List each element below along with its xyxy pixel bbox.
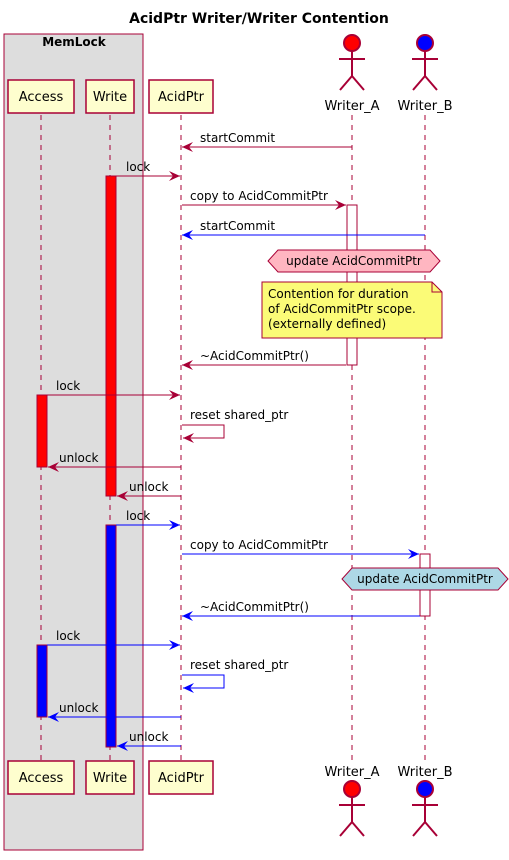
access-participant-top (7, 79, 75, 114)
writer-b-actor-top-icon (412, 34, 438, 91)
write-participant-bottom-label: Write (93, 771, 127, 786)
unlock-2-label: unlock (129, 480, 168, 494)
lock-2-label: lock (56, 379, 80, 393)
start-commit-b-label: startCommit (200, 219, 275, 233)
memlock-group-label: MemLock (42, 35, 107, 49)
reset-1-label: reset shared_ptr (190, 408, 288, 422)
acidptr-participant-bottom-label: AcidPtr (158, 771, 205, 786)
note-line-1: Contention for duration (268, 287, 409, 301)
dtor-2-label: ~AcidCommitPtr() (200, 600, 309, 614)
note-line-2: of AcidCommitPtr scope. (268, 302, 416, 316)
write-activation-red (105, 175, 117, 497)
reset-2-label: reset shared_ptr (190, 658, 288, 672)
access-activation-blue (36, 644, 48, 718)
contention-note (261, 281, 443, 339)
unlock-4-label: unlock (129, 730, 168, 744)
note-line-3: (externally defined) (268, 317, 386, 331)
reset-1-arrow (182, 424, 225, 443)
access-activation-red (36, 394, 48, 468)
diagram-title: AcidPtr Writer/Writer Contention (129, 11, 389, 27)
unlock-3-label: unlock (59, 701, 98, 715)
copy-2-label: copy to AcidCommitPtr (190, 538, 328, 552)
access-participant-top-label: Access (19, 90, 64, 105)
unlock-1-label: unlock (59, 451, 98, 465)
write-participant-bottom (85, 760, 135, 795)
acidptr-participant-bottom (148, 760, 214, 795)
update-a-label: update AcidCommitPtr (286, 254, 422, 268)
writer-b-actor-bottom-icon (412, 780, 438, 837)
reset-2-arrow (182, 674, 225, 693)
access-participant-bottom-label: Access (19, 771, 64, 786)
copy-1-label: copy to AcidCommitPtr (190, 189, 328, 203)
lock-1-label: lock (126, 160, 150, 174)
writer-a-actor-bottom-icon (339, 780, 365, 837)
update-a-hexagon (267, 249, 441, 273)
memlock-group-box (3, 33, 144, 851)
writer-b-label-bottom: Writer_B (397, 765, 452, 780)
write-participant-top-label: Write (93, 90, 127, 105)
write-participant-top (85, 79, 135, 114)
acidptr-participant-top (148, 79, 214, 114)
start-commit-a-label: startCommit (200, 131, 275, 145)
writer-b-label-top: Writer_B (397, 99, 452, 114)
access-participant-bottom (7, 760, 75, 795)
writer-a-label-bottom: Writer_A (324, 765, 379, 780)
update-b-hexagon (341, 567, 509, 591)
lock-4-label: lock (56, 629, 80, 643)
acidptr-participant-top-label: AcidPtr (158, 90, 205, 105)
writer-a-label-top: Writer_A (324, 99, 379, 114)
write-activation-blue (105, 524, 117, 748)
lock-3-label: lock (126, 509, 150, 523)
writer-a-actor-top-icon (339, 34, 365, 91)
dtor-1-label: ~AcidCommitPtr() (200, 349, 309, 363)
update-b-label: update AcidCommitPtr (357, 572, 493, 586)
